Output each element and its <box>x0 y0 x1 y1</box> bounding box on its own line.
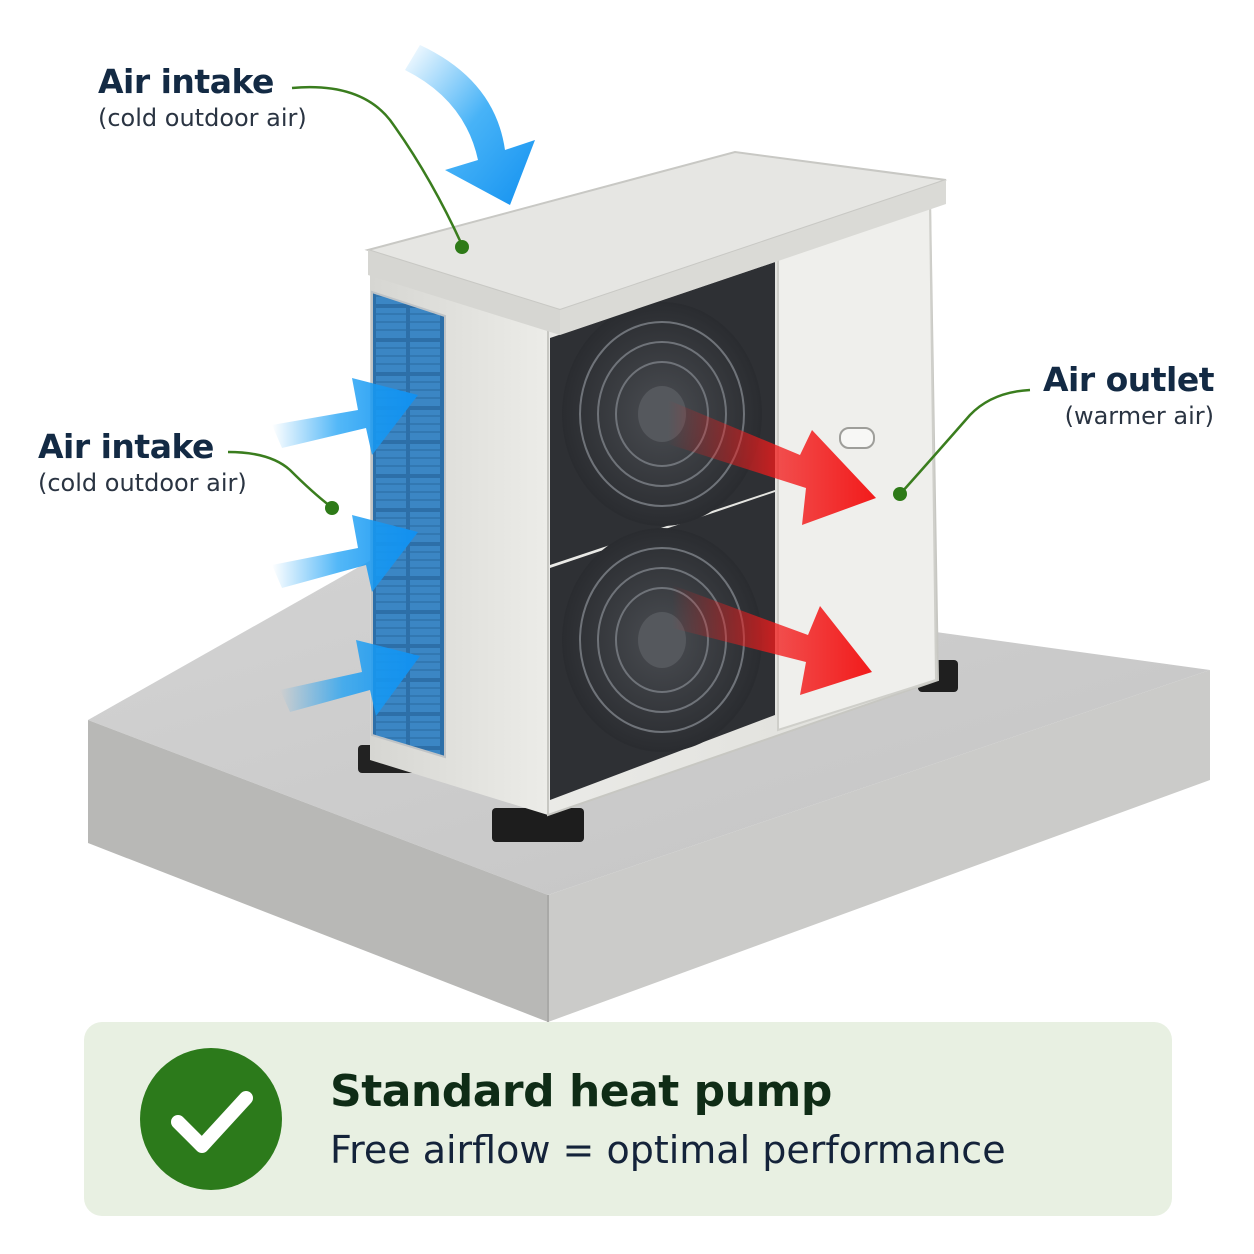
outlet-arrow-upper <box>668 400 876 525</box>
summary-subtitle: Free airflow = optimal performance <box>330 1128 1006 1172</box>
handle <box>839 427 875 449</box>
fan-upper <box>562 302 762 526</box>
callout-title: Air outlet <box>1042 360 1215 399</box>
unit-top-lid <box>364 150 947 335</box>
callout-subtitle: (cold outdoor air) <box>38 469 247 497</box>
callout-right-air-outlet: Air outlet (warmer air) <box>1042 360 1215 432</box>
callout-left-air-intake: Air intake (cold outdoor air) <box>38 427 247 499</box>
intake-arrow-left-2 <box>272 515 418 592</box>
intake-arrow-left-1 <box>272 378 418 455</box>
fan-grilles <box>550 262 775 800</box>
callout-subtitle: (warmer air) <box>1064 402 1214 430</box>
summary-panel: Standard heat pump Free airflow = optima… <box>84 1022 1172 1216</box>
intake-arrow-left-3 <box>280 640 420 716</box>
leader-line-right <box>893 388 1031 501</box>
callout-title: Air intake <box>98 62 274 101</box>
callout-subtitle: (cold outdoor air) <box>98 104 307 132</box>
callout-title: Air intake <box>38 427 214 466</box>
checkmark-icon <box>140 1048 282 1190</box>
leader-line-top <box>291 86 469 254</box>
summary-title: Standard heat pump <box>330 1066 832 1117</box>
unit-side-panel <box>370 270 548 815</box>
callout-top-air-intake: Air intake (cold outdoor air) <box>98 62 307 134</box>
leader-line-left <box>227 450 339 515</box>
outlet-arrow-lower <box>672 585 872 695</box>
intake-arrow-top <box>405 45 535 205</box>
